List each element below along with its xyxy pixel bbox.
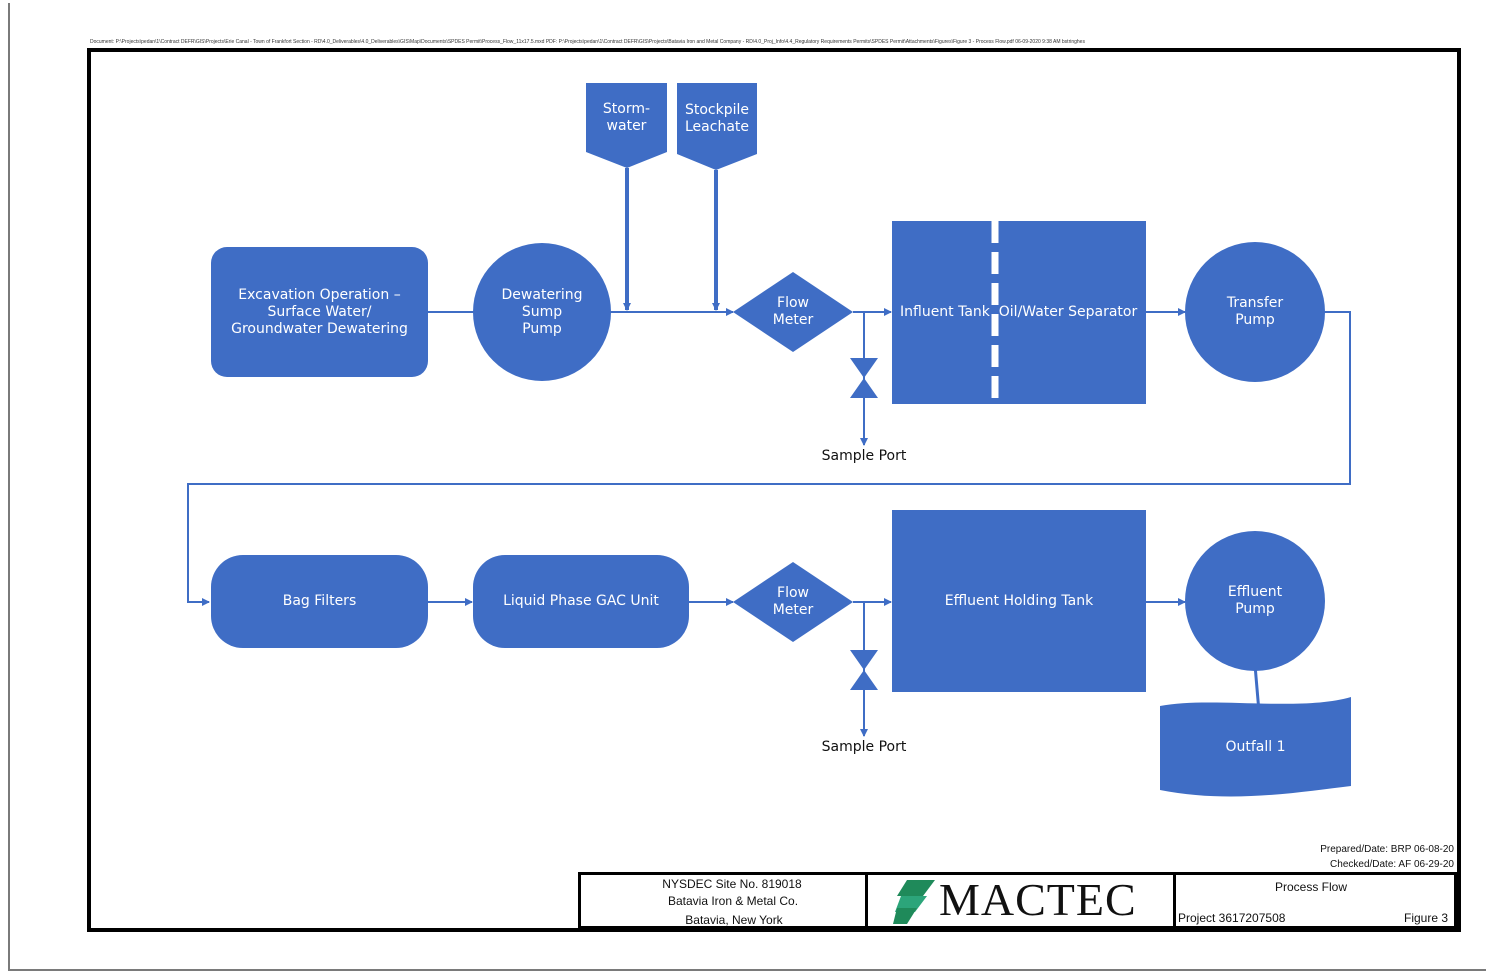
sample-port-2-label: Sample Port xyxy=(821,739,907,755)
gac-unit-box xyxy=(473,555,689,648)
site-location: Batavia, New York xyxy=(685,913,783,927)
figure-number: Figure 3 xyxy=(1404,911,1449,925)
oil-water-separator-label: Oil/Water Separator xyxy=(998,303,1138,320)
figure-title: Process Flow xyxy=(1275,880,1348,894)
bag-filters-box xyxy=(211,555,428,648)
effluent-pump xyxy=(1185,531,1325,671)
influent-tank xyxy=(892,221,1146,404)
flow-meter-1-label: Flow Meter xyxy=(772,295,814,328)
flow-meter-2 xyxy=(733,562,853,642)
effluent-holding-tank xyxy=(892,510,1146,692)
sample-valve-1 xyxy=(850,358,878,398)
transfer-pump-label: Transfer Pump xyxy=(1226,295,1284,328)
dewatering-sump-pump xyxy=(473,243,611,381)
flow-meter-1 xyxy=(733,272,853,352)
file-path-header: Document: P:\Projects\pedan\1\Contract D… xyxy=(90,39,1085,45)
connectors-row-1 xyxy=(187,168,1351,606)
sample-valve-2 xyxy=(850,650,878,690)
company-logo: MACTEC xyxy=(939,874,1137,925)
bag-filters-label: Bag Filters xyxy=(282,593,357,609)
outfall-shape xyxy=(1160,697,1351,797)
influent-tank-label: Influent Tank xyxy=(900,303,990,320)
prepared-date: Prepared/Date: BRP 06-08-20 xyxy=(1320,844,1454,855)
title-block-title xyxy=(1173,872,1457,929)
sample-port-1-label: Sample Port xyxy=(821,448,907,464)
logo-mark xyxy=(893,880,935,924)
site-number: NYSDEC Site No. 819018 xyxy=(662,877,802,891)
drawing-border xyxy=(87,48,1461,932)
outfall-label: Outfall 1 xyxy=(1225,738,1286,755)
effluent-pump-label: Effluent Pump xyxy=(1227,584,1283,617)
connector-transfer-bagfilters xyxy=(187,311,1351,606)
company-name: Batavia Iron & Metal Co. xyxy=(667,894,799,908)
checked-date: Checked/Date: AF 06-29-20 xyxy=(1330,859,1454,870)
stormwater-label: Storm- water xyxy=(602,101,651,134)
excavation-operation-box xyxy=(211,247,428,377)
stockpile-leachate-offpage xyxy=(677,83,757,170)
gac-unit-label: Liquid Phase GAC Unit xyxy=(503,593,659,609)
project-number: Project 3617207508 xyxy=(1178,911,1286,925)
excavation-label: Excavation Operation – Surface Water/ Gr… xyxy=(231,286,408,337)
effluent-tank-label: Effluent Holding Tank xyxy=(944,592,1094,609)
page-frame xyxy=(8,3,1486,971)
flow-meter-2-label: Flow Meter xyxy=(772,585,814,618)
stormwater-offpage xyxy=(586,83,667,168)
transfer-pump xyxy=(1185,242,1325,382)
stockpile-label: Stockpile Leachate xyxy=(684,102,750,135)
dewatering-pump-label: Dewatering Sump Pump xyxy=(501,286,583,337)
